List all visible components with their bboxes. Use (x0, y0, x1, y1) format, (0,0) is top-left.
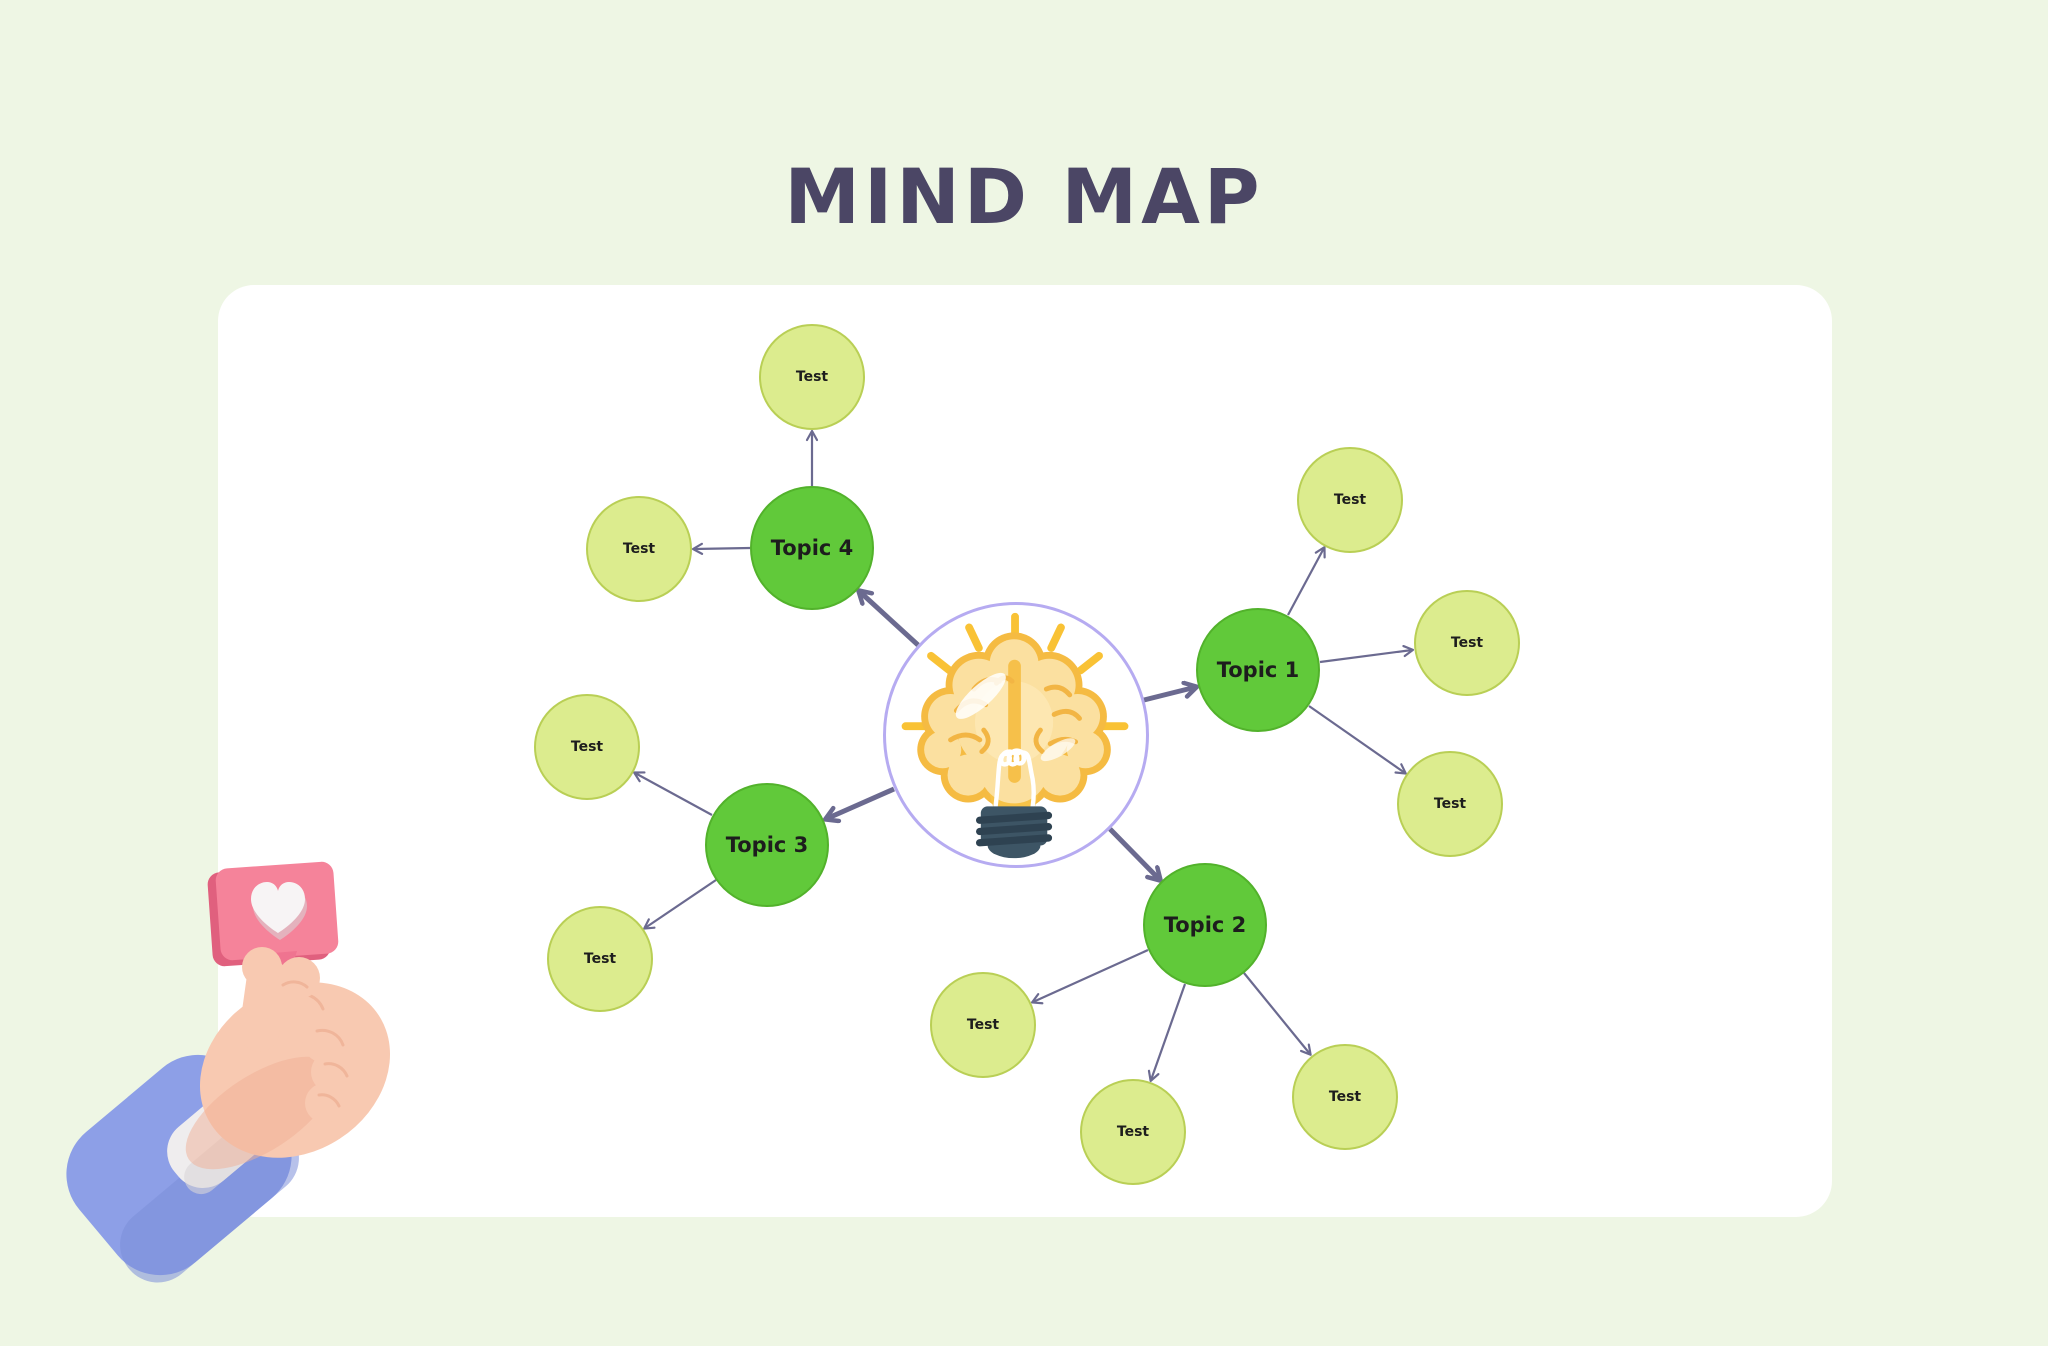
test-label: Test (1433, 796, 1467, 812)
hand-holding-like-sign-illustration (66, 861, 391, 1283)
test-label: Test (570, 739, 604, 755)
pinch-fingers (239, 947, 320, 1052)
test-node-topic4-2[interactable]: Test (586, 496, 692, 602)
test-node-topic3-1[interactable]: Test (534, 694, 640, 800)
test-label: Test (1450, 635, 1484, 651)
topic-label: Topic 3 (725, 833, 809, 857)
topic-label: Topic 1 (1216, 658, 1300, 682)
test-label: Test (1328, 1089, 1362, 1105)
topic-node-1[interactable]: Topic 1 (1196, 608, 1320, 732)
central-hub-node[interactable] (883, 602, 1149, 868)
test-label: Test (966, 1017, 1000, 1033)
test-node-topic1-1[interactable]: Test (1297, 447, 1403, 553)
brain-lightbulb-icon (901, 612, 1129, 859)
test-node-topic4-1[interactable]: Test (759, 324, 865, 430)
test-node-topic1-3[interactable]: Test (1397, 751, 1503, 857)
test-label: Test (1333, 492, 1367, 508)
test-node-topic2-2[interactable]: Test (1080, 1079, 1186, 1185)
test-label: Test (795, 369, 829, 385)
topic-label: Topic 4 (770, 536, 854, 560)
test-label: Test (1116, 1124, 1150, 1140)
topic-node-3[interactable]: Topic 3 (705, 783, 829, 907)
topic-node-4[interactable]: Topic 4 (750, 486, 874, 610)
test-node-topic3-2[interactable]: Test (547, 906, 653, 1012)
test-node-topic2-3[interactable]: Test (1292, 1044, 1398, 1150)
test-label: Test (622, 541, 656, 557)
test-node-topic1-2[interactable]: Test (1414, 590, 1520, 696)
test-node-topic2-1[interactable]: Test (930, 972, 1036, 1078)
topic-node-2[interactable]: Topic 2 (1143, 863, 1267, 987)
test-label: Test (583, 951, 617, 967)
page-title: MIND MAP (784, 152, 1264, 241)
topic-label: Topic 2 (1163, 913, 1247, 937)
